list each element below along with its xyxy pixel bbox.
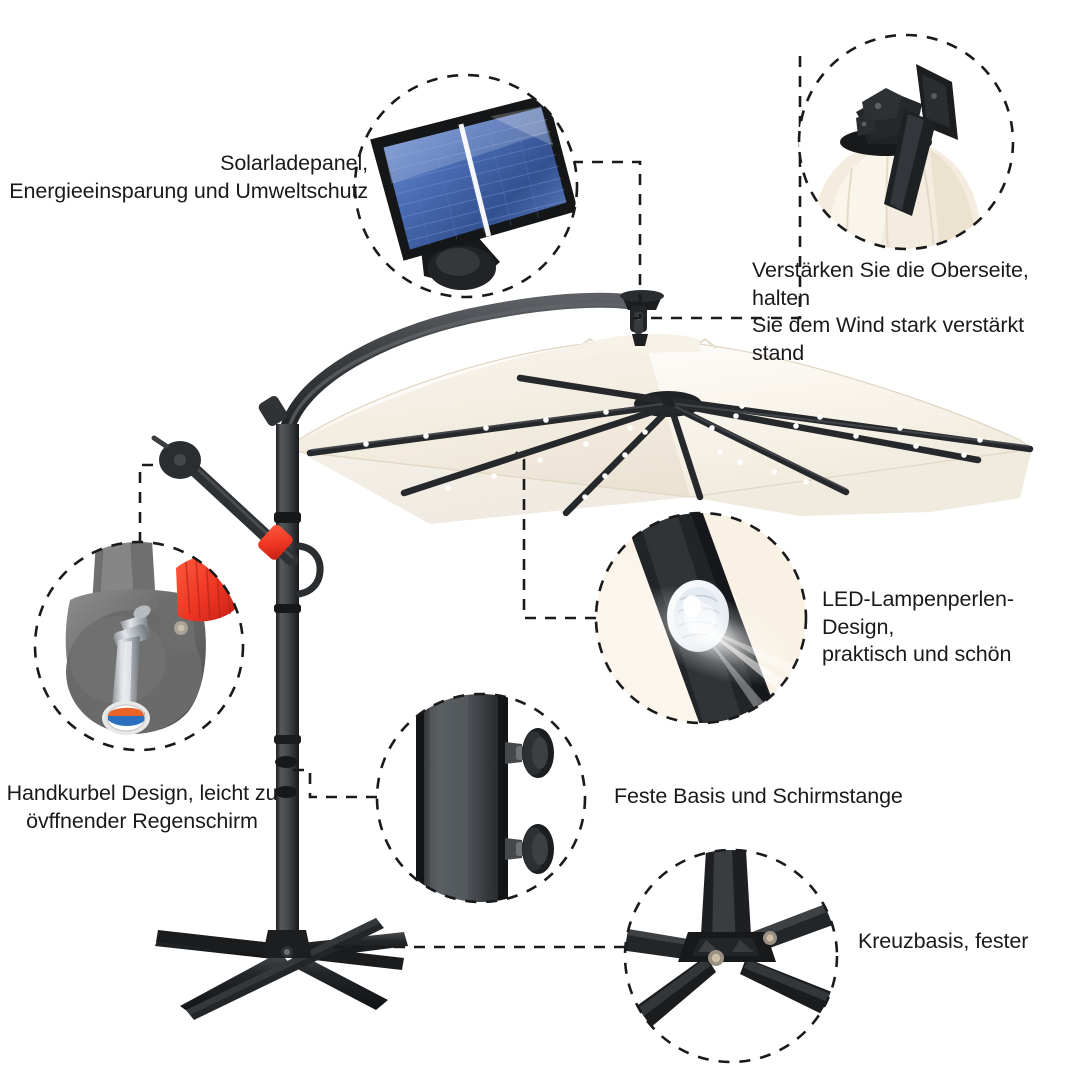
callout-cross-base [623,848,839,1064]
callout-canopy-top [797,33,1015,251]
connector-solar [572,160,642,320]
label-cross-base: Kreuzbasis, fester [858,929,1029,953]
connector-led [515,451,596,620]
cantilever-curved-arm [258,292,640,438]
cross-base [155,918,408,1020]
label-hand-crank: Handkurbel Design, leicht zu övffnender … [6,781,278,833]
callout-base-pole [375,692,587,904]
label-base-pole: Feste Basis und Schirmstange [614,784,903,808]
callout-solar-panel [353,73,579,299]
canopy-ribs-and-leds [306,374,1034,517]
led-beads [363,403,983,500]
label-canopy-top: Verstärken Sie die Oberseite, halten Sie… [752,258,1029,365]
callout-hand-crank [33,540,245,752]
connector-crank [138,463,162,543]
support-strut-and-crank [151,435,299,567]
connector-base [292,768,377,799]
label-solar-panel: Solarladepanel, Energieeinsparung und Um… [9,151,368,203]
label-led-bead: LED-Lampenperlen-Design, praktisch und s… [822,587,1014,667]
callout-led-bead [594,511,808,725]
